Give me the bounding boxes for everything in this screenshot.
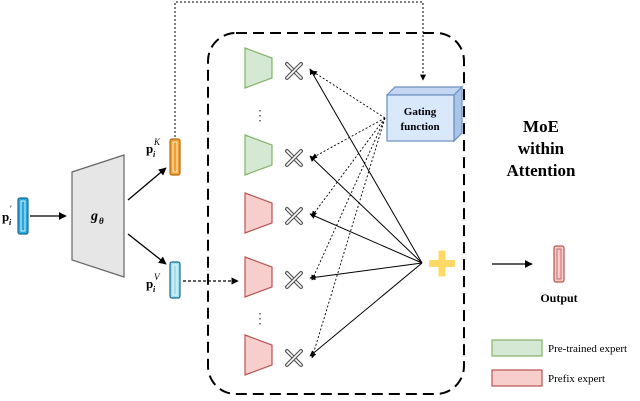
key-token-label: p i K <box>146 137 161 159</box>
svg-text:′: ′ <box>10 204 12 214</box>
key-token <box>169 138 181 176</box>
svg-text:i: i <box>153 285 156 294</box>
multiply-icon-1 <box>285 62 303 80</box>
input-token <box>17 197 29 235</box>
gating-weight-line-3 <box>311 117 386 217</box>
combine-line-1 <box>309 68 423 264</box>
prefix-expert-3 <box>244 192 273 234</box>
svg-text:Attention: Attention <box>507 161 576 180</box>
svg-text:p: p <box>2 209 9 224</box>
multiply-icon-3 <box>285 207 303 225</box>
combine-line-5 <box>309 262 423 357</box>
value-token <box>169 261 181 299</box>
prefix-expert-5 <box>244 334 273 376</box>
combine-line-2 <box>309 155 423 264</box>
svg-text:g: g <box>90 209 98 224</box>
gating-weight-line-4 <box>311 117 386 281</box>
output-label: Output <box>540 291 577 305</box>
legend: Pre-trained expert Prefix expert <box>491 339 627 387</box>
prefix-expert-4 <box>244 256 273 298</box>
gating-function-block: Gating function <box>385 85 464 143</box>
svg-text:function: function <box>400 121 439 133</box>
pretrained-expert-2 <box>244 134 273 176</box>
svg-text:MoE: MoE <box>523 117 559 136</box>
svg-text:V: V <box>154 272 161 282</box>
gating-weight-line-5 <box>310 117 386 359</box>
pretrained-expert-1 <box>244 47 273 89</box>
generator-block <box>71 154 125 278</box>
multiply-icon-4 <box>285 271 303 289</box>
sum-plus-icon <box>429 250 455 277</box>
legend-swatch-prefix <box>491 369 543 387</box>
svg-text:p: p <box>146 276 153 291</box>
gating-weight-line-1 <box>311 70 386 119</box>
arrow-to-value <box>127 233 167 265</box>
multiply-icon-5 <box>285 349 303 367</box>
svg-text:within: within <box>518 139 565 158</box>
moe-title: MoE within Attention <box>507 117 576 180</box>
svg-text:θ: θ <box>99 216 104 226</box>
svg-text:i: i <box>153 150 156 159</box>
value-token-label: p i V <box>146 272 161 294</box>
input-token-label: p i ′ <box>2 204 12 227</box>
moe-boundary <box>207 32 465 395</box>
combine-line-4 <box>309 262 423 281</box>
svg-text:Gating: Gating <box>404 106 437 118</box>
multiply-icon-2 <box>285 149 303 167</box>
vdots-upper: ⋮ <box>253 109 267 124</box>
generator-label: g θ <box>90 209 104 226</box>
key-to-gating-dotted <box>174 1 426 137</box>
legend-swatch-pretrained <box>491 339 543 357</box>
arrow-to-key <box>127 167 167 201</box>
gating-weight-line-2 <box>311 117 386 159</box>
legend-label-prefix: Prefix expert <box>548 373 605 385</box>
legend-label-pretrained: Pre-trained expert <box>548 343 627 355</box>
svg-text:p: p <box>146 141 153 156</box>
svg-text:K: K <box>153 137 161 147</box>
svg-text:i: i <box>9 218 12 227</box>
vdots-lower: ⋮ <box>253 312 267 327</box>
output-token <box>553 245 565 283</box>
combine-line-3 <box>309 213 423 264</box>
